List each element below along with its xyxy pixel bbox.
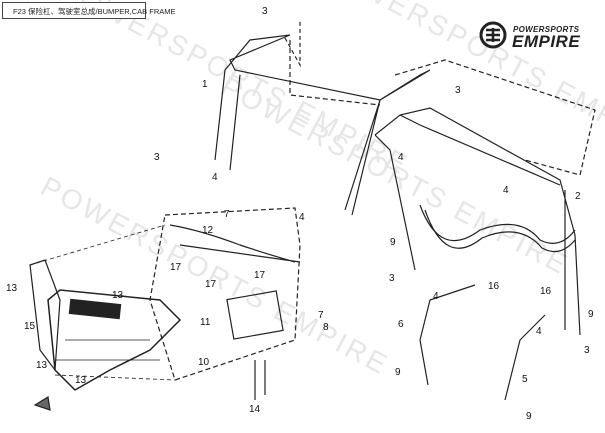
- rear-cab-frame: [214, 34, 431, 216]
- callout: 4: [536, 326, 542, 337]
- callout: 4: [433, 291, 439, 302]
- callout: 7: [224, 209, 230, 220]
- callout: 3: [455, 85, 461, 96]
- logo-line2: EMPIRE: [512, 32, 581, 51]
- callout: 4: [212, 172, 218, 183]
- logo-line1: POWERSPORTS: [513, 25, 580, 34]
- callout: 4: [398, 152, 404, 163]
- callout: 2: [575, 191, 581, 202]
- callout: 4: [299, 212, 305, 223]
- brand-logo: POWERSPORTS EMPIRE: [478, 20, 603, 52]
- callout: 9: [588, 309, 594, 320]
- callout: 11: [200, 317, 211, 328]
- callout: 16: [488, 281, 500, 292]
- callout: 9: [395, 367, 401, 378]
- callout: 6: [398, 319, 404, 330]
- callout: 8: [323, 322, 329, 333]
- callout: 13: [36, 360, 48, 371]
- callout: 5: [522, 374, 528, 385]
- callout: 17: [170, 262, 182, 273]
- callout: 4: [503, 185, 509, 196]
- callout: 3: [154, 152, 160, 163]
- callout: 15: [24, 321, 36, 332]
- callout: 16: [540, 286, 552, 297]
- callout: 9: [390, 237, 396, 248]
- front-bumper: [47, 289, 182, 391]
- callout: 14: [249, 404, 261, 415]
- callout: 12: [202, 225, 214, 236]
- callout: 9: [526, 411, 532, 422]
- callout: 17: [205, 279, 217, 290]
- callout: 10: [198, 357, 210, 368]
- callout: 13: [112, 290, 124, 301]
- callout: 3: [389, 273, 395, 284]
- front-cab-frame: [374, 107, 581, 336]
- callout: 3: [584, 345, 590, 356]
- empire-logo-icon: [479, 21, 507, 49]
- callout: 7: [318, 310, 324, 321]
- callout: 1: [202, 79, 208, 90]
- callout: 13: [6, 283, 18, 294]
- diagram-title: F23 保险杠、驾驶室总成/BUMPER,CAB FRAME: [2, 2, 176, 19]
- callout: 13: [75, 375, 87, 386]
- callout: 17: [254, 270, 266, 281]
- callout: 3: [262, 6, 268, 17]
